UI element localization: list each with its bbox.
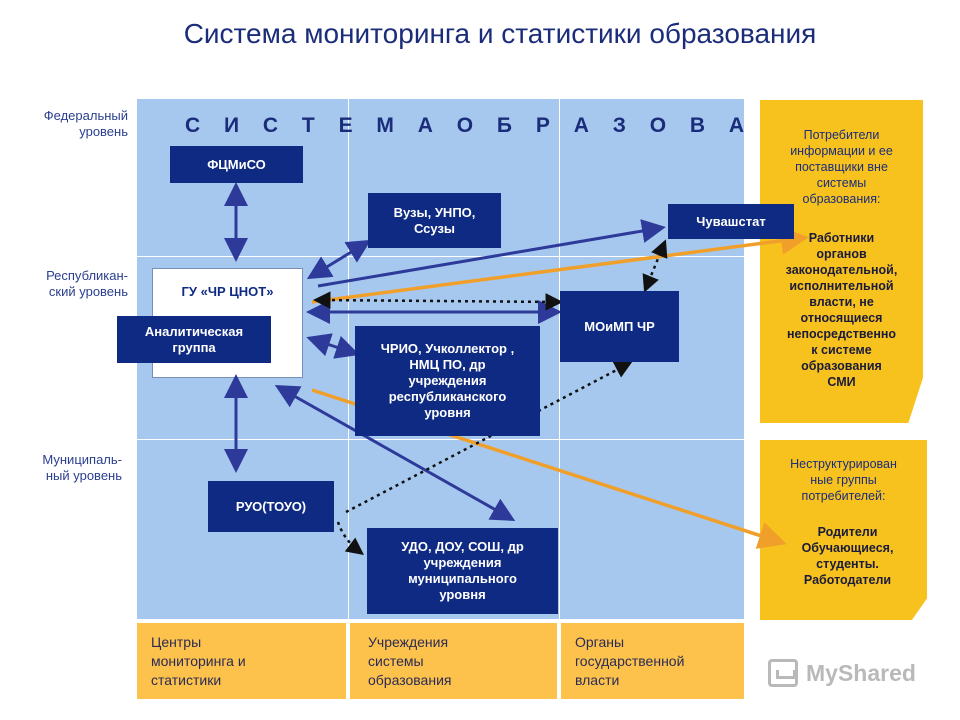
panel-text-line: Работодатели [803, 573, 892, 587]
panel-text-line: законодательной, [785, 263, 898, 277]
node-moimp: МОиМП ЧР [560, 291, 679, 362]
level-label-republic: Республикан- ский уровень [10, 268, 128, 300]
node-analytic-group: Аналитическая группа [117, 316, 271, 363]
category-government-bodies: Органы государственной власти [561, 623, 744, 699]
unstructured-consumers-panel [760, 440, 927, 620]
arrow-gu-chuvashstat [317, 219, 666, 288]
node-udo: УДО, ДОУ, СОШ, др учреждения муниципальн… [367, 528, 558, 614]
level-label-line: уровень [79, 124, 128, 139]
panel-text-line: Родители [817, 525, 878, 539]
panel-text-line: ные группы [810, 473, 877, 487]
consumers-outside-list: Работники органов законодательной, испол… [764, 230, 919, 390]
node-text-line: Ссузы [413, 220, 456, 236]
category-line: Органы [575, 634, 625, 650]
panel-text-line: Неструктурирован [790, 457, 897, 471]
consumers-outside-panel [760, 100, 923, 423]
panel-text-line: студенты. [816, 557, 879, 571]
panel-text-line: системы [816, 176, 867, 190]
node-fcmiso: ФЦМиСО [170, 146, 303, 183]
category-line: власти [575, 672, 620, 688]
dotted-arrow-moimp-chuvashstat [642, 239, 668, 293]
node-text-line: Аналитическая [144, 323, 244, 339]
node-text-line: учреждения [408, 373, 487, 388]
category-line: мониторинга и [151, 653, 246, 669]
panel-text-line: Обучающиеся, [801, 541, 894, 555]
node-text-line: ЧРИО, Учколлектор , [380, 341, 515, 356]
system-title: С И С Т Е М А О Б Р А З О В А Н И Я [185, 114, 870, 137]
panel-text-line: Потребители [803, 128, 880, 142]
arrow-gu-chrio [306, 333, 360, 359]
myshared-logo: MyShared [768, 659, 916, 687]
node-ruo: РУО(ТОУО) [208, 481, 334, 532]
grid-divider [348, 99, 349, 619]
panel-text-line: органов [816, 247, 867, 261]
panel-text-line: исполнительной [789, 279, 894, 293]
node-text-line: учреждения [423, 555, 502, 570]
node-text-line: УДО, ДОУ, СОШ, др [401, 539, 524, 554]
dotted-arrow-gu-moimp [313, 291, 563, 311]
category-line: системы [368, 653, 424, 669]
arrow-gu-vuzy [306, 239, 372, 280]
level-label-line: Муниципаль- [42, 452, 122, 467]
panel-text-line: власти, не [809, 295, 874, 309]
panel-text-line: образования: [802, 192, 881, 206]
category-line: статистики [151, 672, 222, 688]
node-chuvashstat: Чувашстат [668, 204, 794, 239]
node-text-line: группа [172, 339, 216, 355]
level-label-line: Республикан- [46, 268, 128, 283]
level-label-municipal: Муниципаль- ный уровень [10, 452, 122, 484]
level-label-line: Федеральный [43, 108, 128, 123]
node-text-line: республиканского [388, 389, 507, 404]
panel-text-line: к системе [811, 343, 872, 357]
panel-text-line: поставщики вне [795, 160, 888, 174]
unstructured-list: Родители Обучающиеся, студенты. Работода… [770, 524, 925, 588]
category-line: Центры [151, 634, 202, 650]
dotted-arrow-ruo-udo [336, 521, 364, 556]
node-vuzy: Вузы, УНПО, Ссузы [368, 193, 501, 248]
panel-text-line: потребителей: [801, 489, 886, 503]
consumers-outside-heading: Потребители информации и ее поставщики в… [764, 127, 919, 207]
category-line: государственной [575, 653, 685, 669]
category-monitoring-centers: Центры мониторинга и статистики [137, 623, 346, 699]
node-text-line: муниципального [408, 571, 517, 586]
node-text-line: НМЦ ПО, др [409, 357, 486, 372]
panel-text-line: СМИ [827, 375, 856, 389]
arrow-gu-consumers-outside [311, 226, 809, 304]
panel-text-line: относящиеся [800, 311, 883, 325]
grid-divider [559, 99, 560, 619]
category-line: Учреждения [368, 634, 449, 650]
panel-text-line: информации и ее [790, 144, 893, 158]
logo-text: MyShared [806, 659, 916, 686]
panel-text-line: Работники [808, 231, 875, 245]
presentation-icon [768, 659, 798, 687]
gu-chr-cnot-label: ГУ «ЧР ЦНОТ» [181, 284, 274, 299]
unstructured-heading: Неструктурирован ные группы потребителей… [764, 456, 923, 504]
node-chrio: ЧРИО, Учколлектор , НМЦ ПО, др учреждени… [355, 326, 540, 436]
level-label-federal: Федеральный уровень [10, 108, 128, 140]
level-label-line: ский уровень [48, 284, 128, 299]
arrow-gu-udo [274, 385, 516, 521]
category-line: образования [368, 672, 452, 688]
level-label-line: ный уровень [45, 468, 122, 483]
node-text-line: Вузы, УНПО, [393, 204, 476, 220]
panel-text-line: образования [801, 359, 882, 373]
page-title: Система мониторинга и статистики образов… [183, 18, 817, 49]
grid-divider [137, 256, 744, 257]
panel-text-line: непосредственно [786, 327, 897, 341]
category-education-institutions: Учреждения системы образования [350, 623, 557, 699]
node-text-line: уровня [424, 405, 471, 420]
node-text-line: уровня [439, 587, 486, 602]
